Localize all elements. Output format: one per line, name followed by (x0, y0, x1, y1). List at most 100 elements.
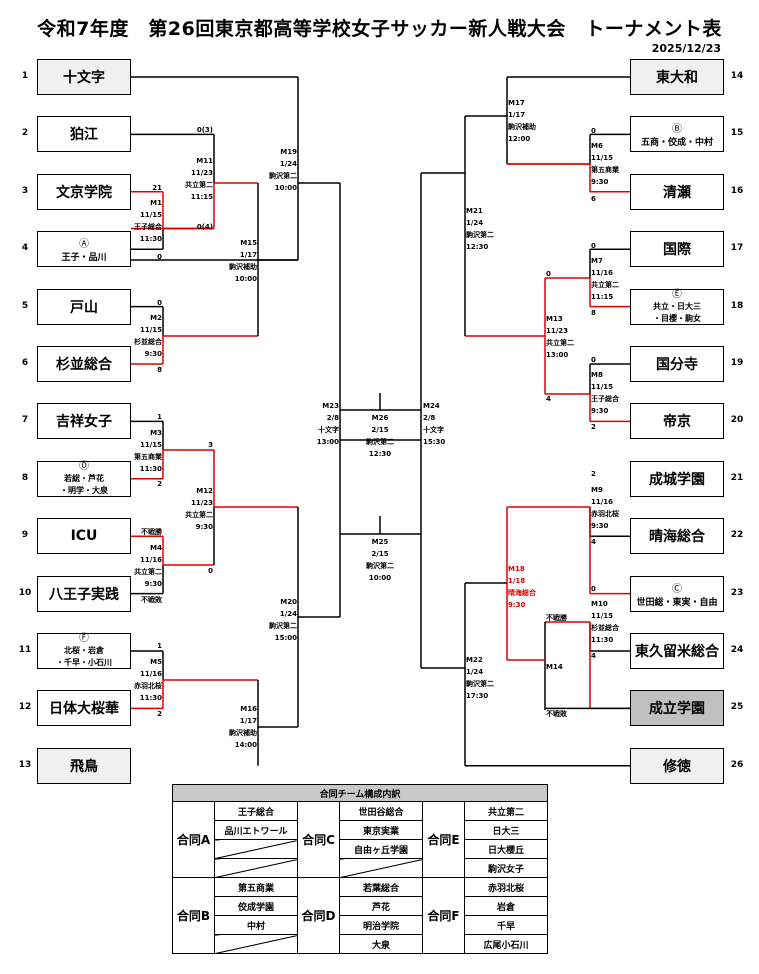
match-score: 0 (591, 242, 596, 250)
match-score: 0 (546, 270, 551, 278)
match-venue: 共立第二 (185, 511, 213, 519)
group-d-member: 明治学院 (339, 915, 423, 935)
team-name: 文京学院 (56, 184, 112, 201)
match-score: 2 (591, 423, 596, 431)
match-date: 11/15 (591, 154, 614, 162)
seed-number: 18 (730, 300, 744, 311)
match-time: 9:30 (591, 178, 609, 186)
group-c-label: 合同C (297, 801, 340, 878)
match-score: 6 (591, 195, 596, 203)
match-venue: 王子総合 (591, 395, 619, 403)
team-box: 吉祥女子 (37, 403, 131, 440)
match-venue: 駒沢補助 (229, 729, 257, 737)
team-name: 国分寺 (656, 357, 698, 373)
match-date: 11/15 (139, 326, 162, 334)
group-a-member: 品川エトワール (214, 820, 298, 840)
team-name: 杉並総合 (56, 357, 112, 373)
match-score: 0(3) (196, 126, 213, 134)
team-name: 成立学園 (649, 701, 705, 718)
match-time: 9:30 (144, 580, 162, 588)
match-time: 11:30 (139, 694, 162, 702)
team-box: 飛鳥 (37, 747, 131, 784)
team-name: 狛江 (70, 127, 98, 144)
match-venue: 駒沢第二 (269, 172, 297, 180)
group-e-member: 駒沢女子 (464, 858, 548, 878)
team-box: 帝京 (630, 403, 724, 440)
group-d-member: 若葉総合 (339, 877, 423, 897)
match-time: 10:00 (234, 275, 257, 283)
group-badge: Ⓑ (672, 124, 682, 136)
team-name: 戸山 (70, 299, 98, 316)
seed-number: 24 (730, 645, 744, 655)
group-a-label: 合同A (172, 801, 215, 878)
team-box: 十文字 (37, 59, 131, 95)
seed-number: 21 (730, 472, 744, 483)
match-score: 2 (157, 710, 162, 718)
group-b-member: 中村 (214, 915, 298, 935)
match-venue: 赤羽北桜 (591, 510, 619, 518)
match-id: M13 (546, 315, 563, 323)
group-badge: Ⓒ (672, 583, 682, 595)
match-venue: 共立第二 (591, 281, 619, 289)
team-box: 修徳 (630, 747, 724, 784)
team-box: 成城学園 (630, 460, 724, 497)
match-time: 12:00 (508, 135, 531, 143)
match-id: M18 (508, 565, 525, 573)
seed-number: 22 (730, 530, 744, 541)
match-score: 21 (152, 184, 162, 192)
team-name-line2: ・千早・小石川 (56, 658, 112, 667)
match-venue: 駒沢補助 (508, 123, 536, 131)
match-id: M9 (591, 486, 603, 494)
match-id: M12 (196, 487, 213, 495)
group-e-member: 日大三 (464, 820, 548, 840)
joint-team-header: 合同チーム構成内訳 (172, 784, 548, 802)
match-date: 1/17 (508, 111, 526, 119)
team-box: 戸山 (37, 288, 131, 325)
team-name: 東久留米総合 (635, 644, 719, 660)
match-date: 2/15 (371, 426, 389, 434)
team-box: ICU (37, 518, 131, 555)
match-score: 0 (157, 299, 162, 307)
match-venue: 十文字 (423, 426, 444, 434)
group-f-member: 千早 (464, 915, 548, 935)
match-time: 12:30 (368, 450, 392, 458)
match-venue: 十文字 (318, 426, 339, 434)
team-name: 国際 (663, 242, 691, 259)
match-score: 不戦勝 (546, 614, 567, 622)
match-id: M26 (371, 414, 389, 422)
match-id: M23 (322, 402, 339, 410)
match-id: M19 (280, 148, 297, 156)
team-box: 国際 (630, 231, 724, 268)
match-time: 9:30 (508, 601, 526, 609)
team-box: 清瀬 (630, 173, 724, 210)
match-id: M14 (546, 663, 563, 671)
match-venue: 駒沢第二 (269, 622, 297, 630)
match-time: 15:00 (274, 634, 297, 642)
match-date: 11/15 (591, 383, 614, 391)
match-score: 2 (591, 470, 596, 478)
match-id: M10 (591, 600, 608, 608)
group-a-member: 王子総合 (214, 801, 298, 821)
match-time: 13:00 (546, 351, 569, 359)
group-badge: Ⓓ (79, 460, 89, 472)
group-badge: Ⓔ (672, 288, 682, 300)
team-name: 十文字 (63, 70, 105, 86)
match-venue: 共立第二 (546, 339, 574, 347)
match-venue: 駒沢第二 (466, 680, 494, 688)
match-time: 10:00 (368, 574, 392, 582)
